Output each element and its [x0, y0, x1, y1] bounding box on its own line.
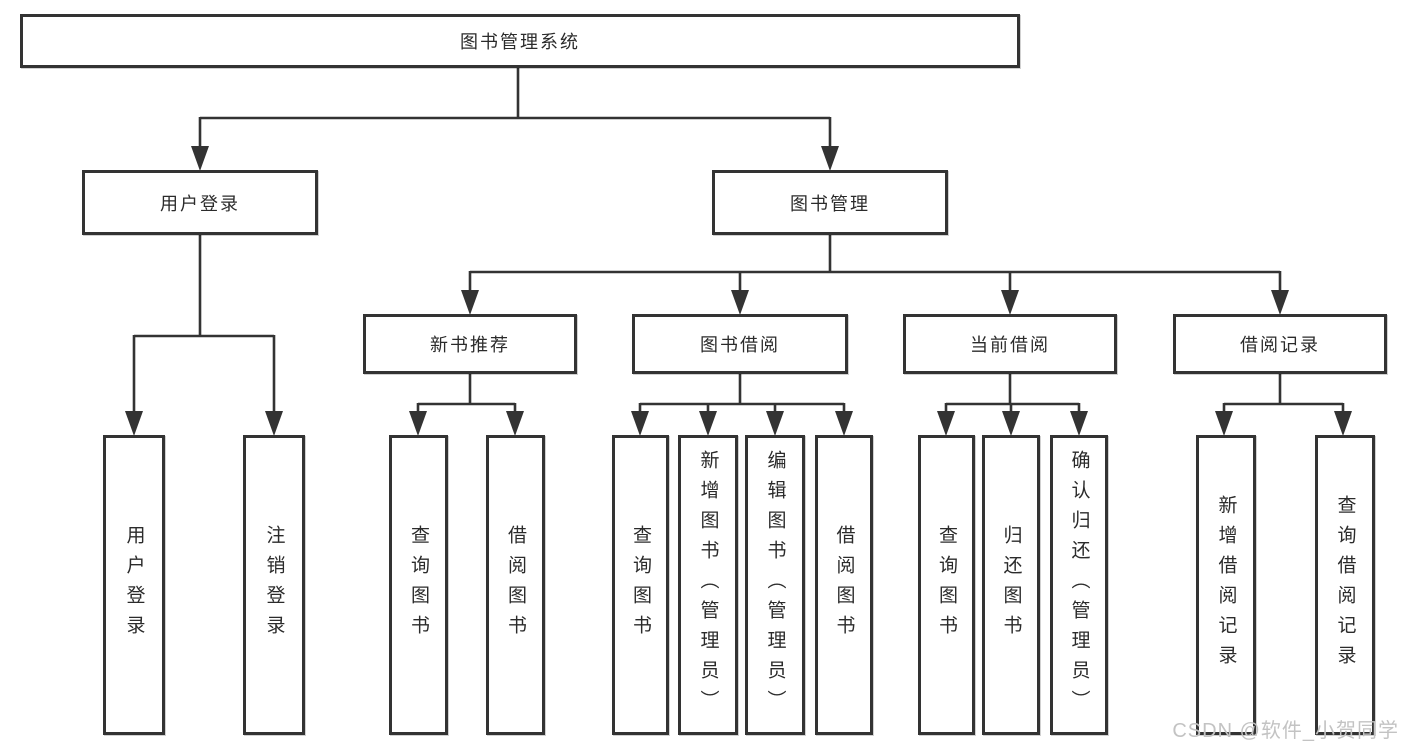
leaf-label: 借阅图书 [833, 525, 855, 645]
node-user-login: 用户登录 [82, 170, 318, 235]
leaf-label: 新增图书（管理员） [697, 450, 719, 720]
leaf-label: 确认归还（管理员） [1068, 450, 1090, 720]
leaf-borrow-books-recommend: 借阅图书 [486, 435, 545, 735]
leaf-confirm-return-admin: 确认归还（管理员） [1050, 435, 1108, 735]
leaf-user-login: 用户登录 [103, 435, 165, 735]
leaf-label: 用户登录 [123, 525, 145, 645]
leaf-edit-books-admin: 编辑图书（管理员） [745, 435, 805, 735]
leaf-return-books: 归还图书 [982, 435, 1040, 735]
leaf-label: 注销登录 [263, 525, 285, 645]
leaf-query-borrow-record: 查询借阅记录 [1315, 435, 1375, 735]
node-book-borrow: 图书借阅 [632, 314, 848, 374]
leaf-add-books-admin: 新增图书（管理员） [678, 435, 738, 735]
leaf-label: 查询借阅记录 [1334, 495, 1356, 675]
leaf-label: 查询图书 [408, 525, 429, 645]
node-current-borrow: 当前借阅 [903, 314, 1117, 374]
leaf-label: 归还图书 [1000, 525, 1022, 645]
leaf-add-borrow-record: 新增借阅记录 [1196, 435, 1256, 735]
leaf-query-books-recommend: 查询图书 [389, 435, 448, 735]
watermark: CSDN @软件_小贺同学 [1172, 720, 1399, 742]
node-new-book-recommend: 新书推荐 [363, 314, 577, 374]
leaf-label: 查询图书 [936, 525, 957, 645]
leaf-logout: 注销登录 [243, 435, 305, 735]
node-book-management: 图书管理 [712, 170, 948, 235]
node-borrow-records: 借阅记录 [1173, 314, 1387, 374]
leaf-label: 查询图书 [630, 525, 651, 645]
leaf-query-books-borrow: 查询图书 [612, 435, 669, 735]
leaf-label: 新增借阅记录 [1215, 495, 1237, 675]
leaf-label: 编辑图书（管理员） [764, 450, 786, 720]
node-library-management-system: 图书管理系统 [20, 14, 1020, 68]
arrowhead-icons [125, 146, 1352, 436]
leaf-query-books-current: 查询图书 [918, 435, 975, 735]
leaf-borrow-books: 借阅图书 [815, 435, 873, 735]
leaf-label: 借阅图书 [505, 525, 526, 645]
